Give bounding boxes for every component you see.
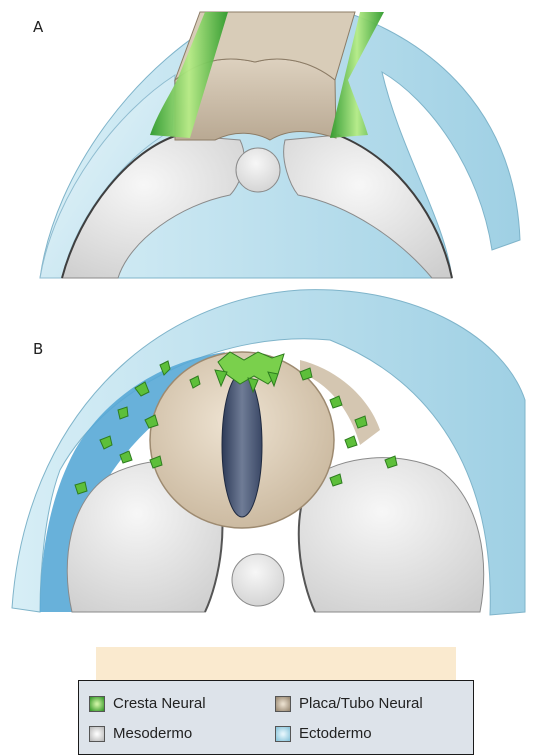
legend-item-neural-plate: Placa/Tubo Neural: [275, 695, 423, 712]
legend-item-neural-crest: Cresta Neural: [89, 695, 206, 712]
legend: Cresta Neural Placa/Tubo Neural Mesoderm…: [78, 680, 474, 755]
mesoderm-swatch: [89, 726, 105, 742]
panel-a-label: A: [33, 18, 43, 36]
panel-b: [12, 290, 525, 615]
legend-label: Ectodermo: [299, 725, 372, 742]
legend-label: Placa/Tubo Neural: [299, 695, 423, 712]
legend-label: Mesodermo: [113, 725, 192, 742]
panel-b-label: B: [33, 340, 43, 358]
mesoderm-b-right: [299, 458, 484, 612]
neural-tube-lumen: [222, 373, 262, 517]
panel-a: [40, 12, 520, 278]
legend-item-ectoderm: Ectodermo: [275, 725, 372, 742]
notochord-a: [236, 148, 280, 192]
neural-crest-diagram: [0, 0, 539, 680]
ectoderm-swatch: [275, 726, 291, 742]
legend-label: Cresta Neural: [113, 695, 206, 712]
legend-item-mesoderm: Mesodermo: [89, 725, 192, 742]
notochord-b: [232, 554, 284, 606]
neural-crest-swatch: [89, 696, 105, 712]
neural-plate-swatch: [275, 696, 291, 712]
